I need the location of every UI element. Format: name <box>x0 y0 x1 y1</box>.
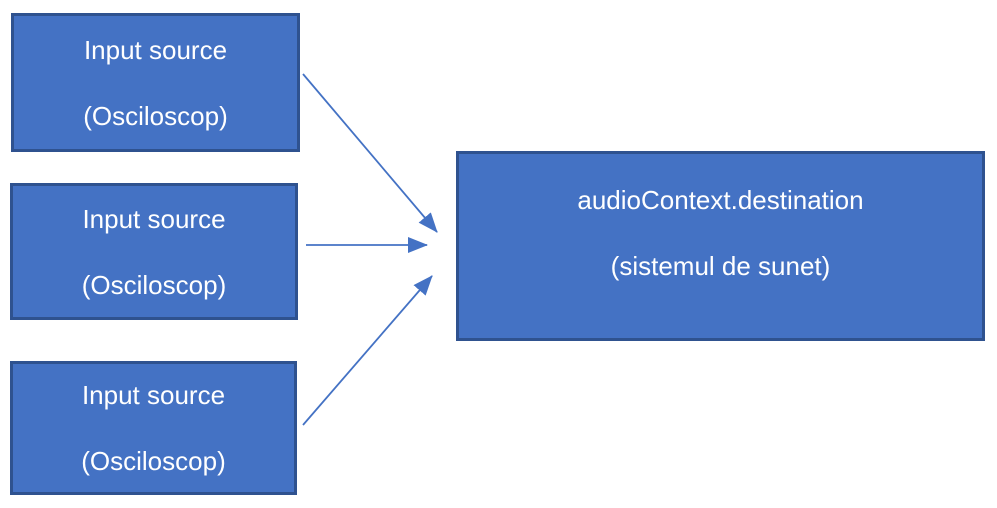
destination-title: audioContext.destination <box>577 185 864 215</box>
input-source-1-title: Input source <box>83 34 228 65</box>
destination-subtitle: (sistemul de sunet) <box>610 251 831 281</box>
input-source-3-subtitle: (Osciloscop) <box>81 446 226 476</box>
input-source-2-subtitle: (Osciloscop) <box>81 269 227 300</box>
input-source-3-title: Input source <box>81 380 226 410</box>
input-source-2-title: Input source <box>82 203 226 234</box>
input-source-box-3: Input source (Osciloscop) <box>10 361 297 495</box>
destination-box: audioContext.destination (sistemul de su… <box>456 151 985 341</box>
input-source-box-2: Input source (Osciloscop) <box>10 183 298 320</box>
input-source-box-1: Input source (Osciloscop) <box>11 13 300 152</box>
arrow-source3-to-destination <box>302 275 433 426</box>
input-source-1-subtitle: (Osciloscop) <box>83 100 228 131</box>
arrow-source1-to-destination <box>302 73 438 233</box>
